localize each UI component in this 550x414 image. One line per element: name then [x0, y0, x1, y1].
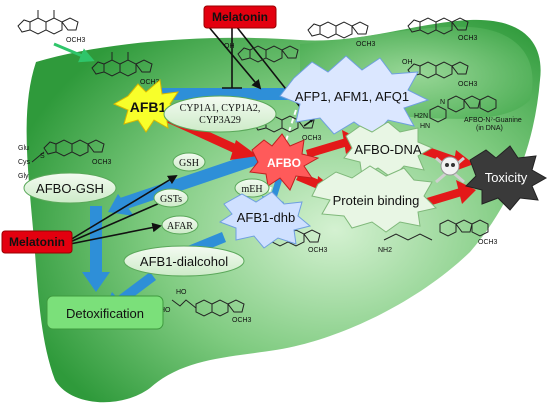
och3-label-7: OCH3 [92, 159, 112, 166]
molecule-guanine [429, 95, 497, 123]
och3-label-5: OCH3 [458, 81, 478, 88]
s-label: S [40, 153, 45, 160]
h2n-label: H2N [414, 113, 428, 120]
molecule-gsh-conjugate [31, 139, 105, 163]
afbo-label: AFBO [267, 156, 301, 170]
cyp-label-line1: CYP1A1, CYP1A2, [180, 103, 261, 114]
arrow-head-tox-2 [456, 180, 476, 204]
nh2-label: NH2 [378, 247, 392, 254]
afb1-dialcohol-label: AFB1-dialcohol [140, 254, 228, 269]
afb1-dhb-label: AFB1-dhb [237, 210, 296, 225]
och3-label-10: OCH3 [478, 239, 498, 246]
melatonin-top-label: Melatonin [212, 10, 268, 24]
molecule-afp1 [237, 45, 299, 63]
protein-binding-burst: Protein binding [311, 165, 437, 233]
molecule-structures [17, 10, 497, 317]
afbo-burst: AFBO [249, 133, 320, 191]
afbo-dna-label: AFBO-DNA [354, 142, 422, 157]
gsts-label: GSTs [160, 194, 182, 205]
glu-label: Glu [18, 145, 29, 152]
melatonin-top-node: Melatonin [203, 5, 277, 29]
detoxification-node: Detoxification [46, 295, 164, 330]
molecule-afq1 [407, 17, 469, 35]
afp-afm-afq-burst: AFP1, AFM1, AFQ1 [279, 55, 430, 137]
och3-label-6: OCH3 [302, 135, 322, 142]
gsh-label: GSH [179, 158, 199, 169]
och3-label-1: OCH3 [66, 37, 86, 44]
afbo-gsh-label: AFBO-GSH [36, 181, 104, 196]
melatonin-left-node: Melatonin [1, 230, 73, 254]
melatonin-left-label: Melatonin [9, 235, 65, 249]
cyp-label-line2: CYP3A29 [199, 115, 241, 126]
protein-binding-label: Protein binding [333, 193, 420, 208]
toxicity-burst: Toxicity [465, 145, 548, 211]
enzyme-ovals: GSH GSTs mEH AFAR [153, 152, 270, 235]
molecule-protein-adduct [383, 219, 489, 241]
afb1-dialcohol-node: AFB1-dialcohol [123, 245, 245, 277]
och3-label-3: OCH3 [356, 41, 376, 48]
afbo-dna-burst: AFBO-DNA [343, 121, 434, 179]
cys-label: Cys [18, 159, 31, 166]
meh-label: mEH [241, 184, 262, 195]
afbo-gsh-node: AFBO-GSH [23, 172, 117, 204]
toxicity-label: Toxicity [485, 170, 528, 185]
guanine-label-1: AFBO-N⁷-Guanine [464, 117, 522, 124]
hn-label: HN [420, 123, 430, 130]
arrow-afbo-to-dna [306, 138, 348, 158]
ho-label-2: HO [176, 289, 187, 296]
afp-afm-afq-label: AFP1, AFM1, AFQ1 [295, 89, 409, 104]
afb1-dhb-burst: AFB1-dhb [218, 191, 312, 249]
afar-label: AFAR [167, 221, 193, 232]
arrow-head-afbo [230, 140, 258, 160]
arrow-to-afbo-gsh [108, 194, 134, 216]
molecule-dialcohol [171, 299, 245, 317]
molecule-top-left [17, 10, 79, 35]
oh-label-2: OH [402, 59, 413, 66]
arrow-gsh-to-detox [82, 206, 110, 292]
molecule-afb1 [91, 52, 153, 77]
och3-label-8: OCH3 [308, 247, 328, 254]
och3-label-2: OCH3 [140, 79, 160, 86]
oh-label-1: OH [224, 43, 235, 50]
och3-label-4: OCH3 [458, 35, 478, 42]
arrow-afb1-to-afp [160, 80, 318, 108]
afb1-label: AFB1 [130, 99, 167, 115]
ho-label-3: HO [160, 307, 171, 314]
n-label: N [440, 99, 445, 106]
molecule-afm1 [307, 21, 369, 39]
skull-crossbones-icon [435, 156, 465, 184]
guanine-label-2: (in DNA) [476, 125, 503, 132]
detoxification-label: Detoxification [66, 306, 144, 321]
cyp-enzymes: CYP1A1, CYP1A2, CYP3A29 [163, 95, 277, 133]
gly-label: Gly [18, 173, 29, 180]
green-uptake-arrow [53, 42, 95, 63]
och3-label-9: OCH3 [232, 317, 252, 324]
